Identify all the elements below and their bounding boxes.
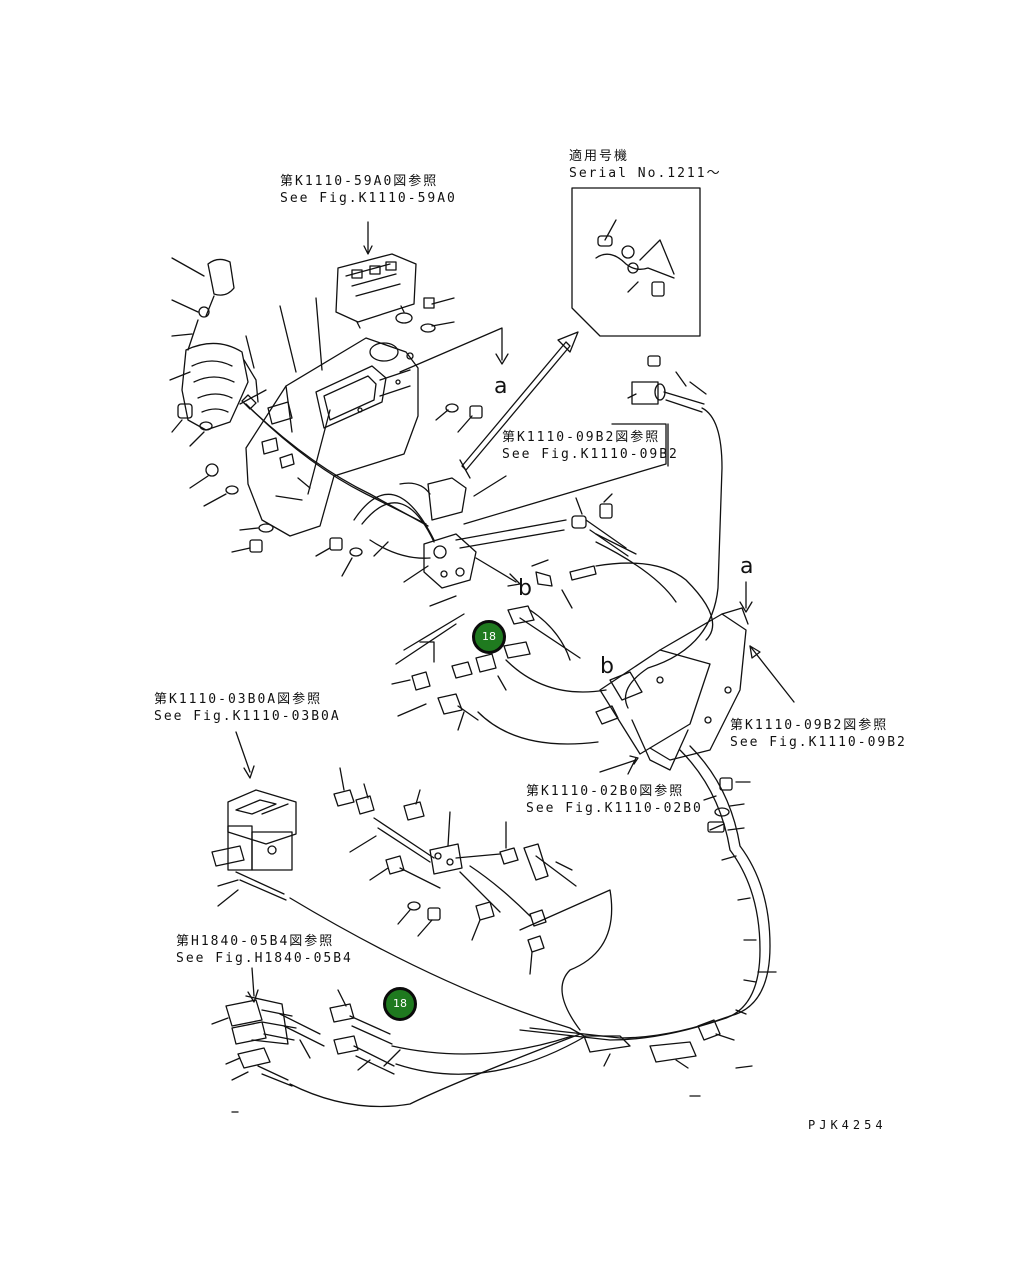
- pilot-valve-block: [353, 475, 521, 607]
- ref-09b2-en-lower: See Fig.K1110-09B2: [730, 735, 907, 750]
- view-arrow-a: [399, 327, 509, 373]
- fastener-hardware-left: [171, 403, 483, 577]
- ref-02b0-en: See Fig.K1110-02B0: [526, 801, 703, 816]
- ref-59a0-en: See Fig.K1110-59A0: [280, 191, 457, 206]
- ref-h1840-en: See Fig.H1840-05B4: [176, 951, 353, 966]
- cable-with-spiral-wrap: [519, 745, 777, 1069]
- view-letter-b-right: b: [600, 654, 614, 679]
- monitor-panel: [335, 221, 455, 333]
- drawing-code: PJK4254: [808, 1118, 887, 1132]
- left-control-valve: [211, 731, 297, 907]
- view-letter-a-top: a: [494, 374, 508, 399]
- view-letter-a-right: a: [740, 554, 754, 579]
- console-housing: [245, 337, 419, 537]
- ref-h1840-jp: 第H1840-05B4図参照: [176, 934, 335, 949]
- ref-03b0a-en: See Fig.K1110-03B0A: [154, 709, 341, 724]
- ref-09b2-jp-lower: 第K1110-09B2図参照: [730, 718, 889, 733]
- ref-59a0-jp: 第K1110-59A0図参照: [280, 174, 439, 189]
- serial-detail-inset: [571, 187, 701, 337]
- ref-09b2-en-upper: See Fig.K1110-09B2: [502, 447, 679, 462]
- mounting-bracket: [595, 581, 795, 775]
- view-letter-b-mid: b: [518, 576, 532, 601]
- lower-valve-bank: [211, 967, 701, 1113]
- pilot-hoses: [391, 493, 714, 745]
- callout-marker-lower[interactable]: 18: [383, 987, 417, 1021]
- ref-03b0a-jp: 第K1110-03B0A図参照: [154, 692, 323, 707]
- callout-marker-upper[interactable]: 18: [472, 620, 506, 654]
- junction-block: [289, 767, 613, 1037]
- serial-number-en: Serial No.1211〜: [569, 166, 722, 181]
- reference-leaders: [459, 423, 669, 773]
- control-lever: [169, 257, 429, 527]
- right-cable: [463, 355, 723, 709]
- serial-applicable-jp: 適用号機: [569, 149, 630, 164]
- ref-02b0-jp: 第K1110-02B0図参照: [526, 784, 685, 799]
- ref-09b2-jp-upper: 第K1110-09B2図参照: [502, 430, 661, 445]
